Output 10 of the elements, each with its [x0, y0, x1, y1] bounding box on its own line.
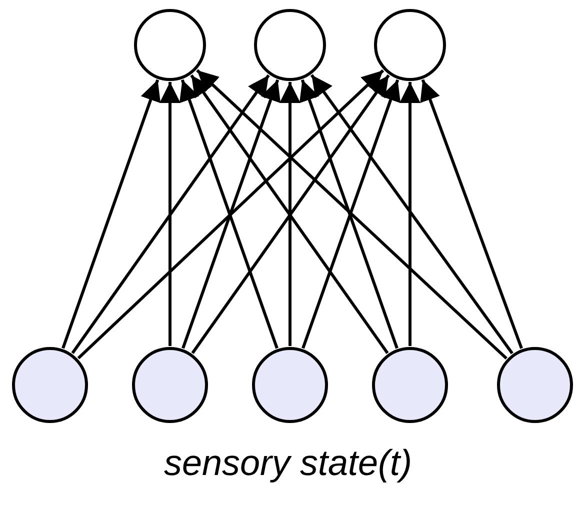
arrow [160, 82, 180, 346]
arrow [71, 74, 270, 354]
arrow [310, 74, 514, 354]
arrow [62, 79, 161, 349]
caption: sensory state(t) [162, 445, 414, 481]
arrow [196, 69, 508, 360]
arrow [400, 82, 420, 346]
arrow [280, 82, 300, 346]
arrow [77, 69, 384, 360]
arrow [420, 79, 523, 349]
